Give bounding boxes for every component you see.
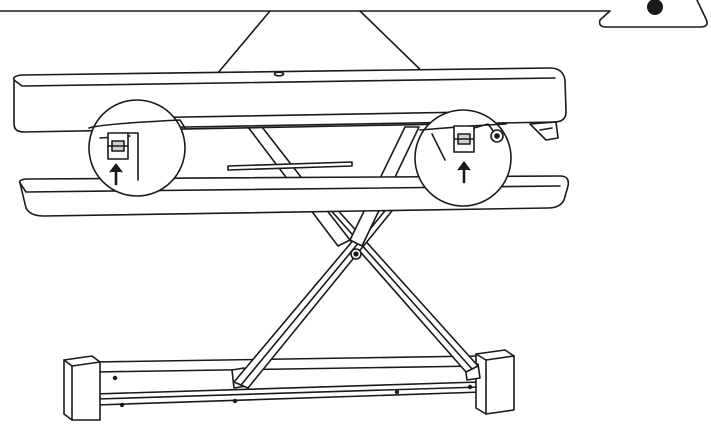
base-frame: [63, 349, 515, 421]
right-detail-magnifier: [414, 109, 512, 207]
warning-triangle-icon: [598, 0, 708, 28]
right-release-lever: [453, 123, 495, 153]
right-up-arrow-icon: [457, 161, 471, 184]
left-release-lever: [107, 132, 139, 181]
left-up-arrow-icon: [109, 163, 123, 186]
left-detail-magnifier: [88, 99, 186, 197]
